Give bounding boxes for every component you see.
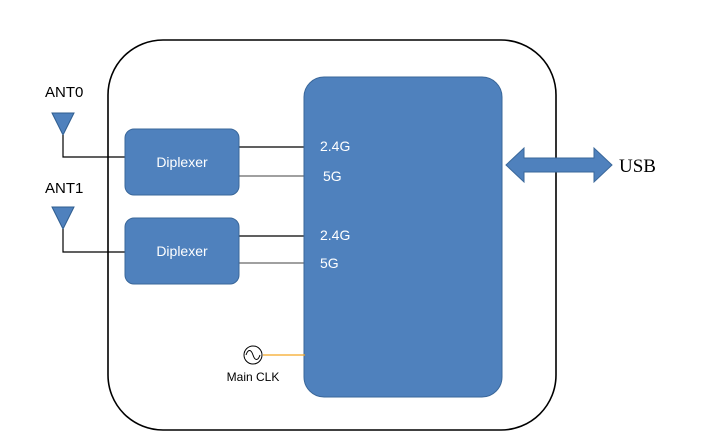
usb-label: USB bbox=[619, 156, 656, 177]
main-chip: 2.4G 5G 2.4G 5G bbox=[303, 76, 503, 398]
antenna-0-icon bbox=[51, 112, 75, 137]
diplexer-0-block bbox=[124, 128, 240, 196]
antenna-0-label: ANT0 bbox=[45, 84, 83, 101]
chip-port-0-band-b: 5G bbox=[323, 168, 342, 184]
antenna-0: ANT0 bbox=[45, 84, 126, 158]
main-clock: Main CLK bbox=[227, 345, 305, 384]
clock-sine-wave bbox=[245, 350, 261, 360]
main-chip-block bbox=[303, 76, 503, 398]
antenna-1-icon bbox=[51, 206, 75, 231]
diplexer-0-label: Diplexer bbox=[156, 154, 208, 170]
diplexer-0: Diplexer bbox=[124, 128, 240, 196]
chip-port-1-band-b: 5G bbox=[320, 255, 339, 271]
diplexer-1-label: Diplexer bbox=[156, 243, 208, 259]
diplexer-1-block bbox=[124, 217, 240, 285]
antenna-1-wire bbox=[62, 229, 126, 253]
usb-link: USB bbox=[505, 146, 656, 184]
clock-label: Main CLK bbox=[227, 370, 280, 384]
diplexer-1: Diplexer bbox=[124, 217, 240, 285]
chip-port-1-band-a: 2.4G bbox=[320, 227, 350, 243]
antenna-1-label: ANT1 bbox=[45, 180, 83, 197]
usb-double-arrow-icon bbox=[505, 146, 613, 184]
antenna-1: ANT1 bbox=[45, 180, 126, 253]
chip-port-0-band-a: 2.4G bbox=[320, 138, 350, 154]
antenna-0-wire bbox=[62, 135, 126, 158]
